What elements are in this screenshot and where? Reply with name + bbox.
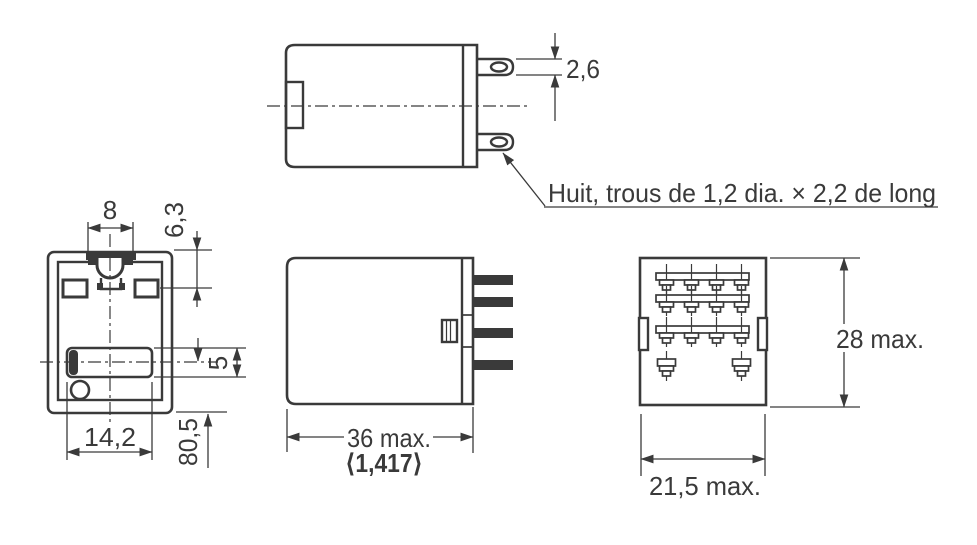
pin-3: [473, 328, 513, 338]
round-hole: [69, 379, 91, 401]
dim-label-body-width-inches: ⟨1,417⟩: [345, 448, 423, 478]
pin-1: [473, 275, 513, 285]
dimension-latch-depth: 6,3: [159, 202, 203, 362]
dim-label-vertical-pitch: 80,5: [173, 418, 203, 466]
dim-label-slot-width: 14,2: [84, 422, 136, 452]
dim-label-body-depth: 21,5 max.: [649, 471, 761, 501]
dim-label-slot-height: 5: [203, 356, 233, 370]
dimension-body-height: 28 max.: [770, 257, 924, 408]
dimension-terminal-thickness: 2,6: [516, 33, 600, 121]
relay-side-view: 2,6 Huit, trous de 1,2 dia. × 2,2 de lon…: [267, 33, 938, 208]
dimension-body-width: 36 max. ⟨1,417⟩: [286, 407, 474, 478]
side-slot-right: [756, 316, 769, 352]
holes-annotation: Huit, trous de 1,2 dia. × 2,2 de long: [502, 152, 938, 208]
relay-front-view: 36 max. ⟨1,417⟩: [285, 256, 513, 478]
dim-label-body-height: 28 max.: [836, 324, 924, 354]
pin-2: [473, 297, 513, 307]
dim-label-latch-width: 8: [103, 195, 117, 225]
dimension-slot-height: 5: [154, 347, 246, 378]
terminal-bottom: [477, 132, 515, 152]
dimension-vertical-pitch: 80,5: [173, 411, 227, 468]
latch-feature: [86, 253, 136, 291]
rect-hole-left: [61, 278, 89, 299]
dim-label-terminal-thickness: 2,6: [566, 54, 600, 84]
dimension-latch-width: 8: [87, 195, 134, 257]
dim-label-body-width: 36 max.: [347, 423, 431, 453]
pin-row-1: [655, 263, 750, 295]
terminal-top: [477, 57, 515, 77]
pin-coil-right: [731, 350, 752, 382]
rect-hole-right: [133, 278, 160, 299]
side-slot-left: [637, 316, 650, 352]
pin-coil-left: [656, 350, 677, 382]
dimension-slot-width: 14,2: [66, 382, 153, 460]
terminal-hole-top: [489, 61, 509, 73]
relay-bottom-view: 28 max. 21,5 max.: [637, 256, 924, 501]
side-notch: [284, 80, 305, 130]
pin-row-3: [655, 316, 750, 348]
relay-body-outline: [284, 43, 479, 169]
dim-label-latch-depth: 6,3: [159, 202, 189, 238]
terminal-hole-bottom: [489, 136, 509, 148]
holes-note-text: Huit, trous de 1,2 dia. × 2,2 de long: [548, 178, 936, 208]
latch-detail: [440, 318, 459, 344]
panel-cutout-view: 8 6,3 5 80,5 14,2: [40, 195, 246, 468]
dimension-body-depth: 21,5 max.: [640, 414, 766, 501]
leader-line: [502, 152, 546, 207]
front-body-outline: [285, 256, 475, 406]
pin-4: [473, 360, 513, 370]
